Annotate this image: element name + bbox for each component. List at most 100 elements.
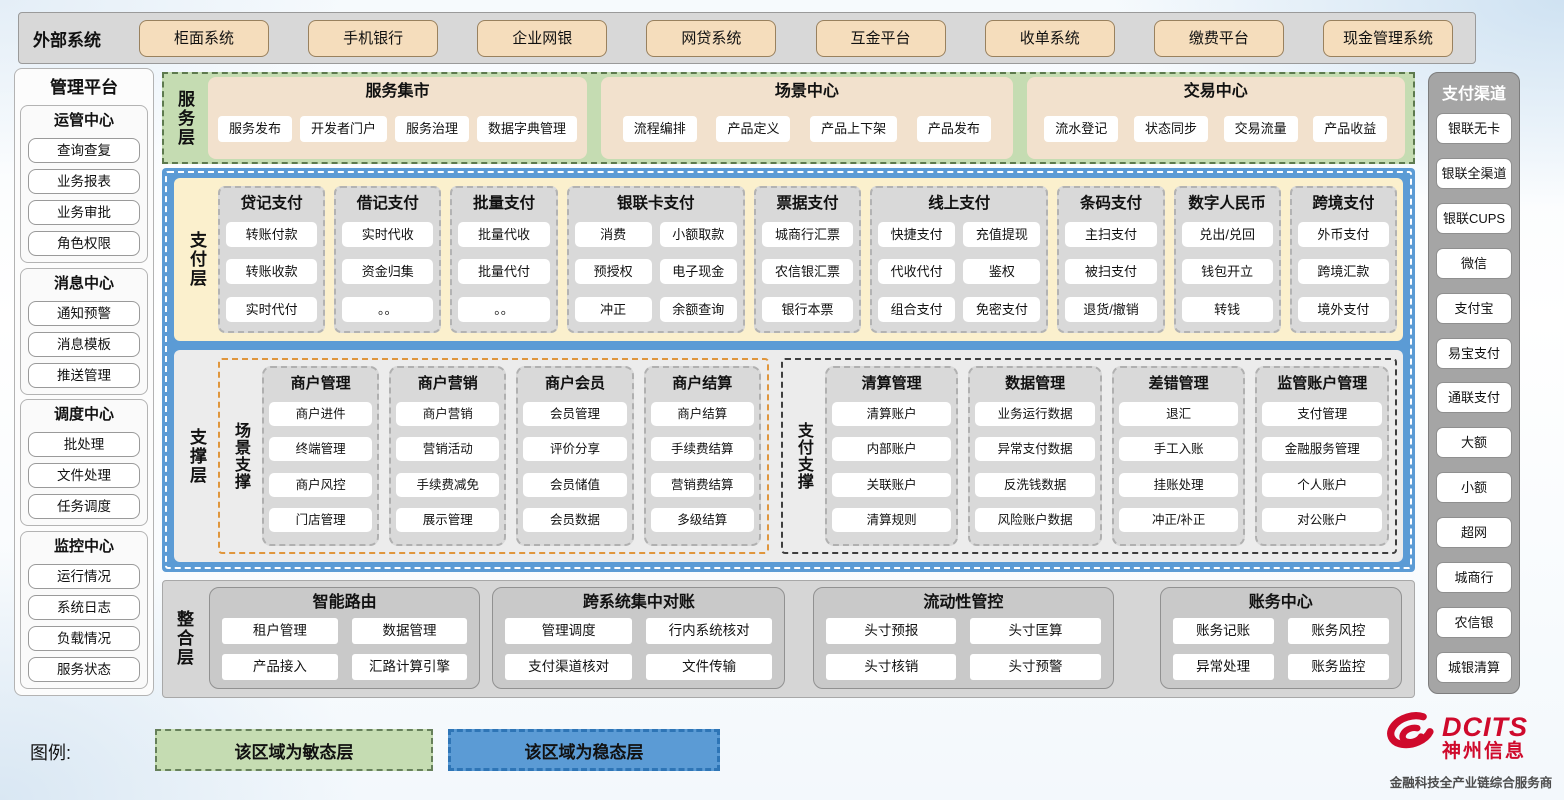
- support-item-box: 商户营销: [396, 402, 500, 427]
- integration-item-box: 账务监控: [1287, 654, 1389, 681]
- support-column-items: 退汇手工入账挂账处理冲正/补正: [1118, 396, 1239, 538]
- payment-item-box: 兑出/兑回: [1181, 221, 1273, 247]
- mgmt-item: 负载情况: [28, 625, 140, 651]
- support-item-box: 金融服务管理: [1262, 437, 1382, 462]
- support-item-box: 业务运行数据: [975, 402, 1095, 427]
- payment-item-box: 消费: [574, 221, 652, 247]
- support-column: 清算管理清算账户内部账户关联账户清算规则: [824, 366, 959, 546]
- logo-brand: DCITS: [1442, 711, 1528, 742]
- integration-group: 跨系统集中对账管理调度行内系统核对支付渠道核对文件传输: [492, 587, 786, 689]
- payment-channel-box: 大额: [1436, 427, 1512, 459]
- payment-column: 线上支付快捷支付充值提现代收代付鉴权组合支付免密支付: [870, 186, 1049, 333]
- support-item-box: 个人账户: [1262, 472, 1382, 497]
- mgmt-group-title: 调度中心: [53, 406, 114, 424]
- payment-column-items: 消费小额取款预授权电子现金冲正余额查询: [574, 217, 737, 326]
- payment-item-box: 批量代付: [458, 259, 550, 284]
- payment-column-title: 银联卡支付: [616, 195, 695, 212]
- service-item-box: 产品定义: [716, 115, 791, 142]
- support-column-title: 商户管理: [290, 375, 351, 392]
- support-column-title: 商户会员: [545, 375, 606, 392]
- payment-column: 批量支付批量代收批量代付。。: [450, 186, 558, 333]
- payment-channels-title: 支付渠道: [1441, 86, 1506, 103]
- integration-group-items: 账务记账账务风控异常处理账务监控: [1172, 616, 1389, 682]
- mgmt-item: 系统日志: [28, 594, 140, 620]
- support-column-title: 数据管理: [1005, 375, 1066, 392]
- payment-item-box: 预授权: [574, 259, 652, 284]
- support-item-box: 退汇: [1118, 402, 1239, 427]
- payment-item-box: 城商行汇票: [761, 221, 854, 247]
- payment-item-box: 农信银汇票: [761, 259, 854, 284]
- payment-item-box: 余额查询: [659, 296, 737, 322]
- service-layer-groups: 服务集市服务发布开发者门户服务治理数据字典管理场景中心流程编排产品定义产品上下架…: [198, 77, 1405, 159]
- integration-item-box: 账务记账: [1172, 617, 1274, 644]
- legend-agile-layer: 该区域为敏态层: [155, 729, 433, 771]
- payment-item-box: 电子现金: [659, 259, 737, 284]
- payment-item-box: 实时代收: [342, 221, 434, 247]
- integration-item-box: 管理调度: [505, 617, 632, 644]
- payment-item-box: 。。: [342, 296, 434, 322]
- payment-item-box: 代收代付: [878, 259, 956, 284]
- payment-column: 数字人民币兑出/兑回钱包开立转钱: [1173, 186, 1281, 333]
- dcits-swirl-icon: [1382, 706, 1440, 769]
- service-group: 交易中心流水登记状态同步交易流量产品收益: [1026, 77, 1405, 159]
- integration-item-box: 异常处理: [1172, 654, 1274, 681]
- payment-channel-box: 城商行: [1436, 562, 1512, 594]
- support-column: 商户结算商户结算手续费结算营销费结算多级结算: [643, 366, 761, 546]
- support-item-box: 终端管理: [269, 437, 373, 462]
- payment-column-title: 票据支付: [776, 195, 839, 212]
- integration-item-box: 产品接入: [222, 654, 338, 681]
- payment-column-items: 实时代收资金归集。。: [342, 217, 434, 326]
- payment-layer-columns: 贷记支付转账付款转账收款实时代付借记支付实时代收资金归集。。批量支付批量代收批量…: [210, 186, 1397, 333]
- payment-item-box: 外币支付: [1297, 221, 1389, 247]
- payment-column-items: 主扫支付被扫支付退货/撤销: [1065, 217, 1157, 326]
- external-systems-bar: 外部系统 柜面系统手机银行企业网银网贷系统互金平台收单系统缴费平台现金管理系统: [18, 12, 1476, 64]
- support-column-items: 商户营销营销活动手续费减免展示管理: [396, 396, 500, 538]
- mgmt-item: 任务调度: [28, 494, 140, 520]
- payment-item-box: 批量代收: [458, 221, 550, 247]
- external-system-box: 缴费平台: [1153, 19, 1284, 57]
- support-item-box: 支付管理: [1262, 402, 1382, 427]
- integration-group-items: 租户管理数据管理产品接入汇路计算引擎: [222, 616, 468, 682]
- support-column-items: 清算账户内部账户关联账户清算规则: [831, 396, 952, 538]
- service-item-box: 服务发布: [218, 115, 293, 142]
- payment-item-box: 主扫支付: [1065, 221, 1157, 247]
- support-group-label: 支付支撑: [794, 422, 812, 490]
- service-item-box: 交易流量: [1223, 115, 1298, 142]
- support-column: 数据管理业务运行数据异常支付数据反洗钱数据风险账户数据: [968, 366, 1102, 546]
- integration-group-title: 跨系统集中对账: [582, 594, 695, 611]
- logo-company-name: 神州信息: [1442, 740, 1527, 762]
- support-item-box: 手工入账: [1118, 437, 1239, 462]
- mgmt-group: 监控中心运行情况系统日志负载情况服务状态: [20, 530, 148, 689]
- service-group-title: 场景中心: [774, 83, 839, 100]
- payment-column-items: 外币支付跨境汇款境外支付: [1297, 217, 1389, 326]
- external-systems-list: 柜面系统手机银行企业网银网贷系统互金平台收单系统缴费平台现金管理系统: [111, 19, 1475, 57]
- management-platform-title: 管理平台: [50, 78, 118, 97]
- mgmt-item: 消息模板: [28, 331, 140, 357]
- support-group-columns: 清算管理清算账户内部账户关联账户清算规则数据管理业务运行数据异常支付数据反洗钱数…: [817, 366, 1389, 546]
- payment-item-box: 被扫支付: [1065, 259, 1157, 284]
- support-column-title: 差错管理: [1148, 375, 1209, 392]
- payment-channel-box: 小额: [1436, 472, 1512, 504]
- service-group-items: 流程编排产品定义产品上下架产品发布: [611, 104, 1003, 153]
- mgmt-group-title: 监控中心: [53, 537, 114, 555]
- support-layer-label: 支撑层: [187, 427, 206, 485]
- external-system-box: 手机银行: [308, 19, 439, 57]
- payment-column: 跨境支付外币支付跨境汇款境外支付: [1289, 186, 1397, 333]
- support-item-box: 商户进件: [269, 402, 373, 427]
- service-group-items: 服务发布开发者门户服务治理数据字典管理: [218, 104, 578, 153]
- integration-item-box: 头寸匡算: [970, 617, 1101, 644]
- support-column: 商户管理商户进件终端管理商户风控门店管理: [262, 366, 380, 546]
- payment-item-box: 退货/撤销: [1065, 296, 1157, 322]
- external-system-box: 互金平台: [815, 19, 946, 57]
- payment-column-items: 城商行汇票农信银汇票银行本票: [761, 217, 854, 326]
- external-system-box: 企业网银: [477, 19, 608, 57]
- support-item-box: 冲正/补正: [1118, 507, 1239, 532]
- payment-channel-box: 微信: [1436, 247, 1512, 279]
- service-item-box: 产品发布: [916, 115, 991, 142]
- payment-item-box: 鉴权: [963, 259, 1041, 284]
- payment-channel-box: 城银清算: [1436, 651, 1512, 683]
- support-item-box: 评价分享: [523, 437, 627, 462]
- support-column-items: 业务运行数据异常支付数据反洗钱数据风险账户数据: [975, 396, 1095, 538]
